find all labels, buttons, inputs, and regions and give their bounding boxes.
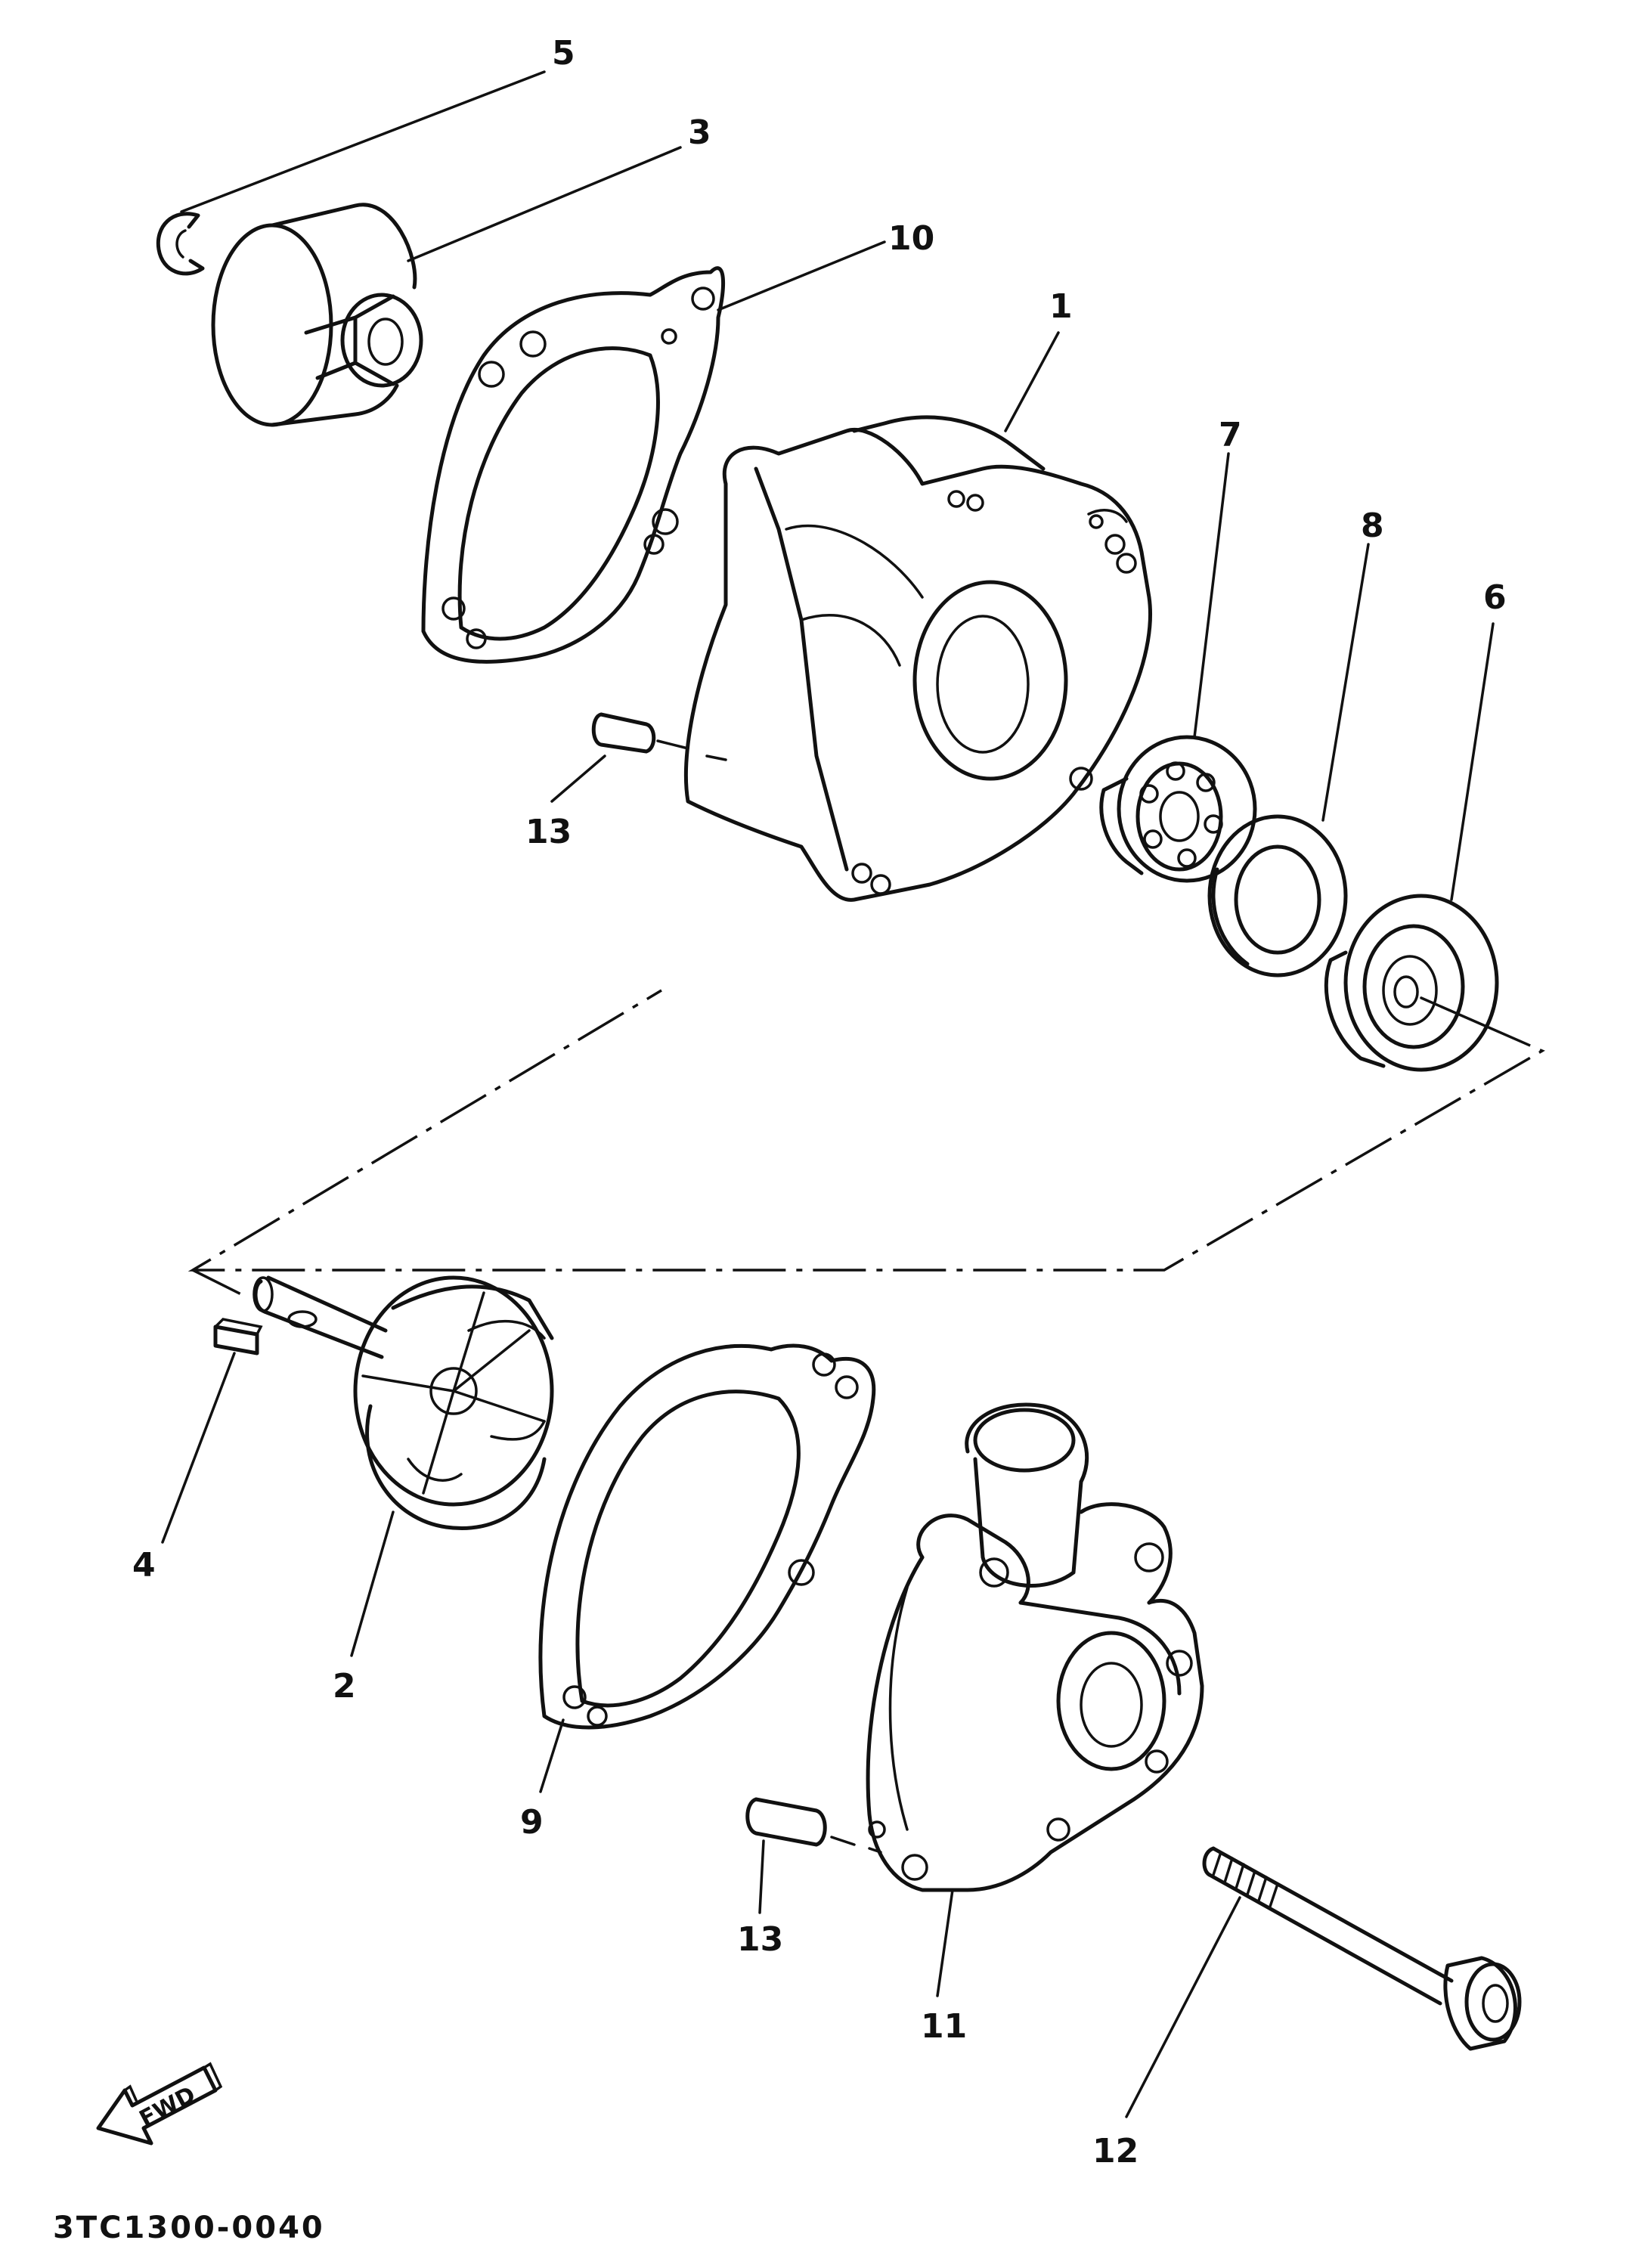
callout-3: 3 xyxy=(688,113,711,152)
callout-12: 12 xyxy=(1092,2132,1139,2170)
part-11-pump-cover xyxy=(866,1402,1204,1892)
part-7-bearing xyxy=(1099,735,1257,883)
callout-9: 9 xyxy=(520,1803,544,1842)
leader-13-upper xyxy=(550,754,606,803)
part-13-dowel-pin-lower xyxy=(745,1797,882,1854)
callout-7: 7 xyxy=(1219,416,1242,454)
callout-13-lower: 13 xyxy=(737,1920,783,1959)
callout-11: 11 xyxy=(921,2007,967,2046)
callout-2: 2 xyxy=(333,1667,356,1706)
callout-10: 10 xyxy=(888,219,934,258)
part-5-circlip xyxy=(156,212,205,276)
leader-3 xyxy=(407,146,682,262)
leader-6 xyxy=(1450,622,1495,901)
leader-7 xyxy=(1193,452,1230,739)
part-10-gasket xyxy=(421,266,725,664)
leader-10 xyxy=(717,240,886,311)
callout-13-upper: 13 xyxy=(525,813,572,851)
leader-11 xyxy=(936,1888,954,1997)
alignment-line-upper xyxy=(187,989,1545,1272)
alignment-line-lower xyxy=(192,1269,246,1298)
part-8-washer xyxy=(1207,814,1348,978)
callout-1: 1 xyxy=(1049,287,1073,326)
callout-6: 6 xyxy=(1483,578,1507,617)
callout-4: 4 xyxy=(132,1546,156,1585)
part-9-gasket xyxy=(538,1343,876,1730)
forward-label: FWD xyxy=(135,2081,200,2133)
part-12-bolt xyxy=(1202,1846,1522,2051)
callout-5: 5 xyxy=(552,34,575,73)
part-13-dowel-pin-upper xyxy=(591,712,727,761)
callout-8: 8 xyxy=(1361,507,1384,545)
leader-2 xyxy=(350,1510,395,1657)
leader-8 xyxy=(1321,543,1370,822)
part-6-oil-seal xyxy=(1324,894,1499,1072)
part-3-gear xyxy=(211,203,423,427)
leader-1 xyxy=(1004,331,1060,432)
leader-13-lower xyxy=(758,1839,765,1914)
leader-12 xyxy=(1125,1896,1241,2118)
part-2-impeller-shaft xyxy=(252,1275,554,1530)
drawing-code: 3TC1300-0040 xyxy=(53,2211,325,2245)
leader-4 xyxy=(161,1352,236,1544)
forward-arrow-icon: FWD xyxy=(96,2062,223,2146)
part-4-key xyxy=(213,1318,263,1356)
leader-5 xyxy=(180,70,546,213)
part-1-housing xyxy=(683,415,1153,902)
leader-9 xyxy=(539,1718,565,1793)
